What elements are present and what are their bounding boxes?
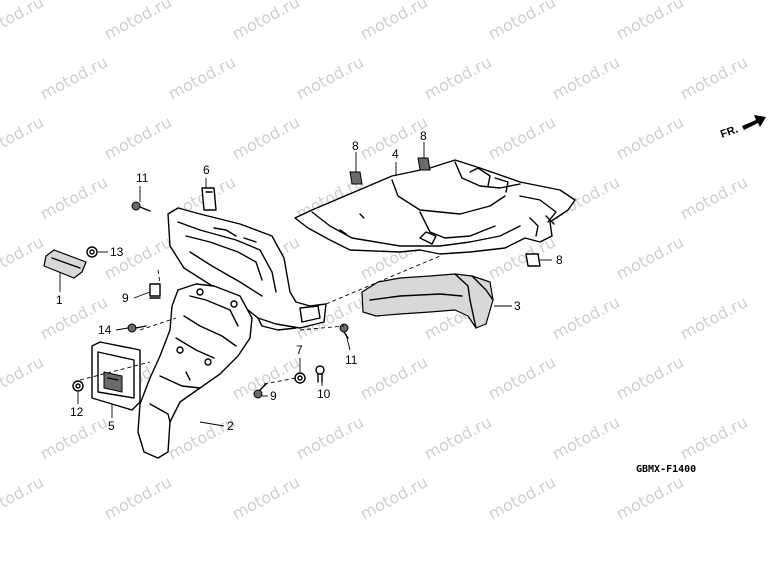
clip-6-icon xyxy=(201,187,217,211)
watermark-text: motod.ru xyxy=(677,292,751,343)
watermark-text: motod.ru xyxy=(229,0,303,44)
watermark-text: motod.ru xyxy=(549,292,623,343)
watermark-text: motod.ru xyxy=(37,52,111,103)
bolt-11-upper-icon xyxy=(131,201,151,212)
watermark-text: motod.ru xyxy=(37,412,111,463)
watermark-text: motod.ru xyxy=(485,352,559,403)
watermark-text: motod.ru xyxy=(357,472,431,523)
callout-10: 10 xyxy=(317,387,331,401)
watermark-text: motod.ru xyxy=(421,412,495,463)
nut-12-icon xyxy=(72,380,84,392)
watermark-text: motod.ru xyxy=(549,412,623,463)
callout-3: 3 xyxy=(514,299,521,313)
watermark-text: motod.ru xyxy=(0,472,47,523)
part-3-splash-guard xyxy=(361,273,494,329)
callout-5: 5 xyxy=(108,419,115,433)
callout-2: 2 xyxy=(227,419,234,433)
callout-4: 4 xyxy=(392,147,399,161)
watermark-text: motod.ru xyxy=(485,472,559,523)
part-1-reflector xyxy=(43,249,87,279)
part-4-rear-inner-fender xyxy=(294,159,576,255)
watermark-text: motod.ru xyxy=(485,0,559,44)
watermark-text: motod.ru xyxy=(613,232,687,283)
callout-12: 12 xyxy=(70,405,84,419)
watermark-text: motod.ru xyxy=(0,232,47,283)
callout-6: 6 xyxy=(203,163,210,177)
callout-9-upper: 9 xyxy=(122,291,129,305)
callout-9-lower: 9 xyxy=(270,389,277,403)
watermark-text: motod.ru xyxy=(677,412,751,463)
watermark-text: motod.ru xyxy=(0,112,47,163)
watermark-text: motod.ru xyxy=(421,52,495,103)
watermark-text: motod.ru xyxy=(229,472,303,523)
watermark-text: motod.ru xyxy=(357,0,431,44)
clip-8-c-icon xyxy=(525,253,541,267)
watermark-text: motod.ru xyxy=(677,52,751,103)
bolt-14-icon xyxy=(127,323,147,333)
callout-1: 1 xyxy=(56,293,63,307)
callout-8-a: 8 xyxy=(352,139,359,153)
watermark-text: motod.ru xyxy=(613,0,687,44)
watermark-layer: motod.ru motod.ru motod.ru motod.ru motod.ru… xyxy=(0,0,751,524)
callout-8-b: 8 xyxy=(420,129,427,143)
callout-13: 13 xyxy=(110,245,124,259)
watermark-text: motod.ru xyxy=(229,112,303,163)
leader-lines xyxy=(59,142,552,427)
front-arrow-icon xyxy=(742,115,766,130)
watermark-text: motod.ru xyxy=(677,172,751,223)
watermark-text: motod.ru xyxy=(0,0,47,44)
screw-9-lower-icon xyxy=(253,383,267,399)
watermark-text: motod.ru xyxy=(165,52,239,103)
watermark-text: motod.ru xyxy=(549,52,623,103)
callout-11-upper: 11 xyxy=(136,171,149,185)
watermark-text: motod.ru xyxy=(613,472,687,523)
watermark-text: motod.ru xyxy=(357,352,431,403)
fasteners xyxy=(72,157,541,399)
watermark-text: motod.ru xyxy=(101,112,175,163)
bolt-10-icon xyxy=(315,365,325,383)
diagram-code: GBMX-F1400 xyxy=(636,464,696,475)
watermark-text: motod.ru xyxy=(37,172,111,223)
callout-14: 14 xyxy=(98,323,112,337)
clip-8-a-icon xyxy=(349,171,363,185)
watermark-text: motod.ru xyxy=(293,412,367,463)
callout-11-lower: 11 xyxy=(345,353,358,367)
nut-13-icon xyxy=(86,246,98,258)
washer-7-icon xyxy=(294,372,306,384)
watermark-text: motod.ru xyxy=(613,112,687,163)
watermark-text: motod.ru xyxy=(101,472,175,523)
part-2-rear-fender xyxy=(137,283,253,459)
screw-9-upper-icon xyxy=(149,283,161,299)
callout-labels: 1 2 3 4 5 6 7 8 8 8 9 9 10 11 11 12 13 1… xyxy=(56,129,563,433)
watermark-text: motod.ru xyxy=(101,0,175,44)
watermark-text: motod.ru xyxy=(613,352,687,403)
watermark-text: motod.ru xyxy=(0,352,47,403)
front-direction-label: FR. xyxy=(719,123,740,140)
callout-7: 7 xyxy=(296,343,303,357)
front-direction-indicator: FR. xyxy=(719,115,766,141)
watermark-text: motod.ru xyxy=(485,112,559,163)
clip-8-b-icon xyxy=(417,157,431,171)
watermark-text: motod.ru xyxy=(293,52,367,103)
part-5-license-plate-light xyxy=(91,341,141,411)
callout-8-c: 8 xyxy=(556,253,563,267)
